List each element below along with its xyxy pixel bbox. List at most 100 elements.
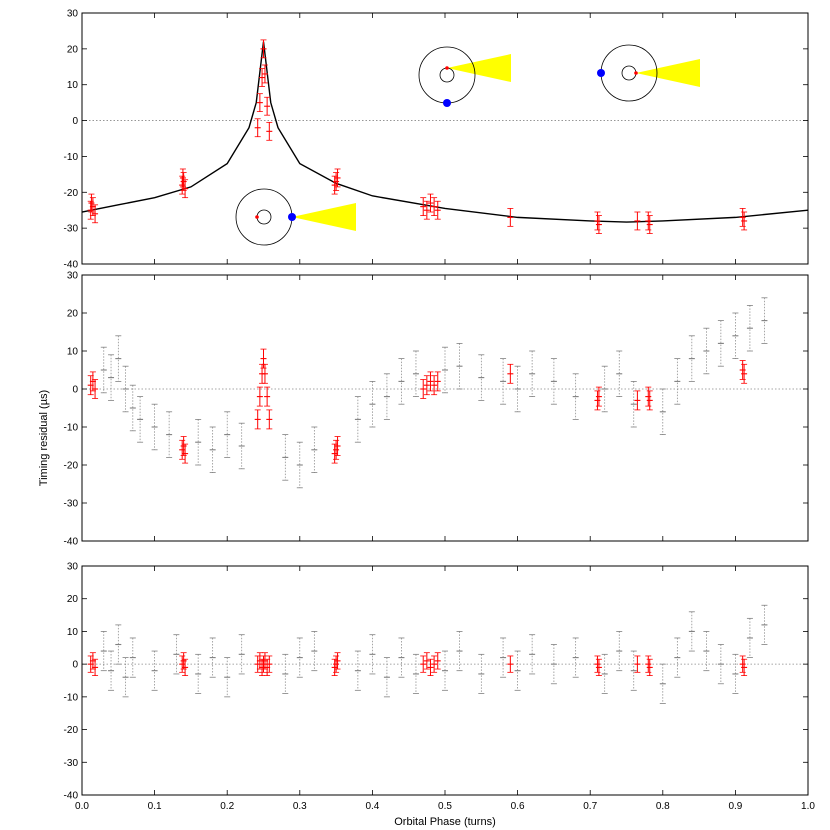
data-point [456,631,463,672]
orbit-inset-1 [235,188,356,246]
pulsar-orbit [235,188,293,246]
data-point [634,390,641,411]
data-point [129,637,136,678]
data-point [331,443,338,464]
data-point [739,360,746,380]
data-point [182,658,189,676]
data-point [412,350,419,398]
data-point [732,653,739,694]
data-point [224,657,231,698]
pulsar-dot [288,213,296,221]
y-tick-label: 30 [67,9,79,20]
data-point [595,215,602,234]
y-tick-label: -40 [64,537,79,548]
data-point [182,443,189,464]
data-point [115,624,122,665]
data-point [195,418,202,466]
data-point [333,172,340,191]
data-point [100,631,107,672]
data-point [108,650,115,691]
y-tick-label: -20 [64,461,79,472]
series-1 [87,39,748,234]
data-point [369,634,376,675]
data-point [266,121,273,141]
data-point [296,441,303,489]
x-tick-label: 0.6 [511,801,525,812]
data-point [634,211,641,231]
y-tick-label: -30 [64,499,79,510]
data-point [179,439,186,460]
data-point [550,358,557,405]
data-point [739,655,746,673]
data-point [423,200,430,220]
data-point [659,388,666,436]
data-point [442,650,448,691]
data-point [420,197,427,216]
plot-frame [81,12,809,265]
data-point [88,193,95,213]
data-point [595,386,602,407]
data-point [572,373,579,420]
y-tick-label: 20 [67,309,79,320]
data-point [259,68,266,87]
plot-frame [81,274,809,542]
data-point [179,655,186,673]
data-point [420,655,427,673]
data-point [645,386,652,407]
x-tick-label: 0.1 [148,801,162,812]
data-point [354,396,361,443]
data-point [166,411,173,458]
y-tick-label: 0 [72,116,78,127]
data-point [129,384,136,432]
data-point [572,637,579,678]
y-tick-label: 10 [67,347,79,358]
data-point [529,350,536,398]
data-point [434,371,441,392]
data-point [739,208,746,227]
data-point [122,657,129,698]
data-point [616,631,623,672]
data-point [717,644,724,685]
data-point [412,653,419,694]
orbit-inset-2 [418,46,511,107]
observer-beam [636,59,700,87]
data-point [478,653,485,694]
data-point [601,365,608,413]
data-point [195,653,202,694]
data-point [550,644,557,685]
data-point [595,658,602,676]
data-point [92,658,99,676]
data-point [256,386,263,407]
y-tick-label: 0 [72,660,78,671]
companion-dot [634,71,638,75]
data-point [282,653,289,694]
data-point [354,650,361,691]
data-point [674,637,681,678]
x-axis-label: Orbital Phase (turns) [394,816,495,828]
model-curve [81,41,809,223]
y-tick-label: 20 [67,594,79,605]
data-point [427,193,434,213]
data-point [331,658,338,676]
data-point [173,634,180,675]
data-point [431,197,438,216]
companion-orbit [621,65,637,81]
pulsar-orbit [418,46,476,104]
data-point [746,617,753,658]
data-point [151,650,158,691]
data-point [674,358,681,405]
y-tick-label: 20 [67,44,79,55]
data-point [434,200,441,220]
data-point [383,657,390,698]
data-point [296,637,303,678]
data-point [634,655,641,673]
x-tick-label: 0.3 [293,801,307,812]
data-point [431,655,438,673]
y-tick-label: -10 [64,692,79,703]
y-tick-label: 30 [67,562,79,573]
x-tick-label: 0.7 [583,801,597,812]
data-point [645,655,652,673]
y-tick-label: 10 [67,80,79,91]
data-point [209,426,216,474]
